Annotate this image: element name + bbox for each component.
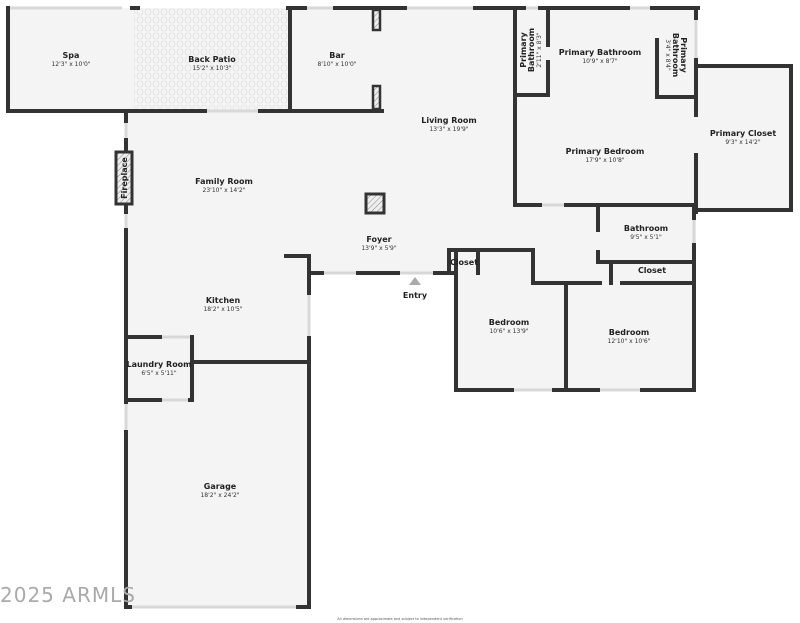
- room-name-bar: Bar: [329, 51, 344, 60]
- watermark: 2025 ARMLS: [0, 583, 136, 607]
- room-name-closet-hall: Closet: [638, 266, 666, 275]
- room-dims-bathroom: 9'5" x 5'1": [630, 234, 662, 241]
- floor-area: [696, 66, 791, 210]
- floor-area: [515, 95, 696, 210]
- entry-arrow-icon: [409, 277, 421, 285]
- floor-area: [456, 250, 694, 390]
- room-name-back-patio: Back Patio: [188, 55, 236, 64]
- chimney-shape: [364, 192, 386, 215]
- room-dims-primary-bathroom: 10'9" x 8'7": [582, 58, 618, 65]
- room-name-kitchen: Kitchen: [206, 296, 241, 305]
- room-dims-back-patio: 15'2" x 10'3": [192, 65, 231, 72]
- floor-area: [126, 111, 515, 273]
- room-name-primary-bedroom: Primary Bedroom: [566, 147, 645, 156]
- bar-pillar-top: [371, 8, 382, 32]
- room-dims-laundry-room: 6'5" x 5'11": [141, 370, 177, 377]
- room-dims-primary-bathroom-right: 3'4" x 8'4": [664, 39, 671, 71]
- room-dims-primary-bathroom-small: 2'11" x 8'3": [536, 32, 543, 68]
- room-name-bedroom-right: Bedroom: [609, 328, 650, 337]
- room-name-laundry-room: Laundry Room: [126, 360, 191, 369]
- entry-label: Entry: [403, 291, 428, 300]
- room-name-primary-bathroom-right-2: Bathroom: [671, 33, 680, 77]
- fireplace-shape: [114, 150, 134, 206]
- room-name-primary-closet: Primary Closet: [710, 129, 777, 138]
- room-name-primary-bathroom-small-1: Primary: [519, 31, 528, 67]
- room-dims-spa: 12'3" x 10'0": [51, 61, 90, 68]
- room-name-garage: Garage: [204, 482, 237, 491]
- disclaimer: All dimensions are approximate and subje…: [337, 617, 462, 621]
- room-dims-bedroom-right: 12'10" x 10'6": [608, 338, 651, 345]
- floor-area: [290, 8, 515, 111]
- room-name-living-room: Living Room: [421, 116, 477, 125]
- room-dims-foyer: 13'9" x 5'9": [361, 245, 397, 252]
- room-dims-bedroom-left: 10'6" x 13'9": [489, 328, 528, 335]
- room-name-spa: Spa: [63, 51, 80, 60]
- room-dims-family-room: 23'10" x 14'2": [203, 187, 246, 194]
- room-name-family-room: Family Room: [195, 177, 253, 186]
- floor-area: [126, 273, 309, 607]
- windows: [10, 6, 698, 609]
- patio-tiles: [134, 8, 290, 111]
- room-name-primary-bathroom: Primary Bathroom: [559, 48, 642, 57]
- room-name-foyer: Foyer: [366, 235, 391, 244]
- room-dims-kitchen: 18'2" x 10'5": [203, 306, 242, 313]
- floor-areas: [8, 8, 791, 607]
- walls: [6, 6, 793, 609]
- bar-pillar-bottom: [371, 84, 382, 111]
- room-dims-primary-bedroom: 17'9" x 10'8": [585, 157, 624, 164]
- room-name-closet-foyer: Closet: [450, 258, 478, 267]
- room-name-bedroom-left: Bedroom: [489, 318, 530, 327]
- room-dims-primary-closet: 9'3" x 14'2": [725, 139, 761, 146]
- room-name-bathroom: Bathroom: [624, 224, 668, 233]
- room-name-primary-bathroom-small-2: Bathroom: [527, 28, 536, 72]
- room-dims-bar: 8'10" x 10'0": [317, 61, 356, 68]
- room-name-primary-bathroom-right-1: Primary: [679, 37, 688, 73]
- room-name-fireplace: Fireplace: [120, 157, 129, 199]
- room-dims-living-room: 13'3" x 19'9": [429, 126, 468, 133]
- room-dims-garage: 18'2" x 24'2": [200, 492, 239, 499]
